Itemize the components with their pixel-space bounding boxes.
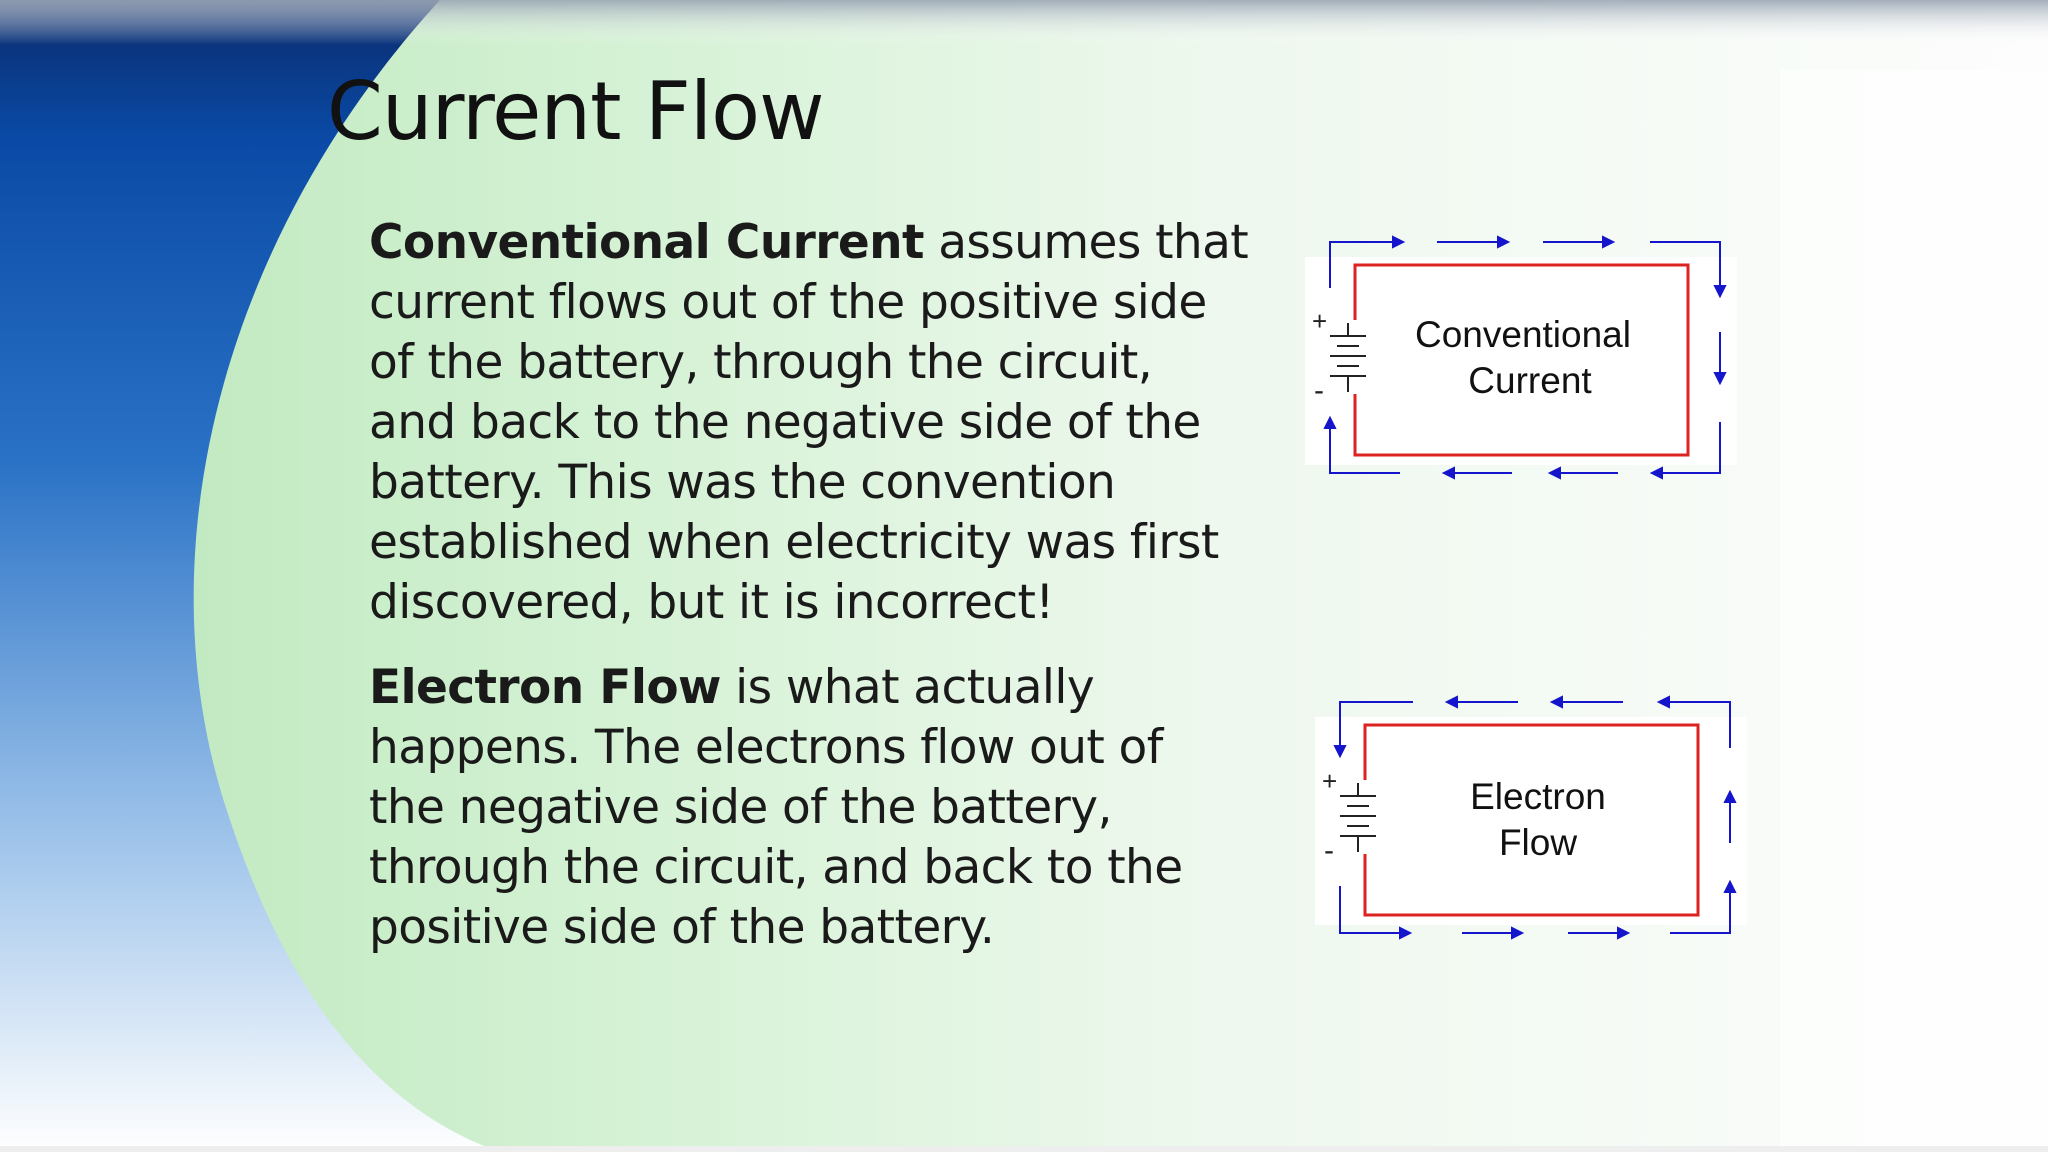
- right-panel: [1780, 70, 2048, 1146]
- diagram-label-line1: Conventional: [1415, 314, 1631, 355]
- electron-term: Electron Flow: [369, 660, 721, 715]
- diagram-label-line2: Current: [1468, 360, 1592, 401]
- bottom-band: [0, 1146, 2048, 1152]
- conventional-description: assumes that current flows out of the po…: [369, 215, 1249, 630]
- slide-title: Current Flow: [327, 65, 825, 158]
- diagram-background: [1315, 717, 1747, 925]
- electron-flow-diagram: + - Electron Flow: [1315, 695, 1747, 940]
- electron-paragraph: Electron Flow is what actually happens. …: [369, 658, 1249, 958]
- battery-icon: [1330, 323, 1366, 392]
- battery-plus-label: +: [1322, 766, 1337, 796]
- battery-minus-label: -: [1324, 834, 1334, 867]
- conventional-paragraph: Conventional Current assumes that curren…: [369, 213, 1249, 633]
- current-arrows: [1323, 235, 1727, 480]
- electron-description: is what actually happens. The electrons …: [369, 660, 1183, 955]
- battery-minus-label: -: [1314, 374, 1324, 407]
- battery-plus-label: +: [1312, 306, 1327, 336]
- battery-icon: [1340, 783, 1376, 852]
- diagram-label-line2: Flow: [1499, 822, 1577, 863]
- body-text: Conventional Current assumes that curren…: [369, 213, 1249, 983]
- diagram-background: [1305, 257, 1737, 465]
- conventional-term: Conventional Current: [369, 215, 924, 270]
- diagram-label-line1: Electron: [1470, 776, 1606, 817]
- top-shade: [0, 0, 2048, 45]
- electron-arrows: [1333, 695, 1737, 940]
- conventional-current-diagram: + - Conventional Current: [1305, 235, 1737, 480]
